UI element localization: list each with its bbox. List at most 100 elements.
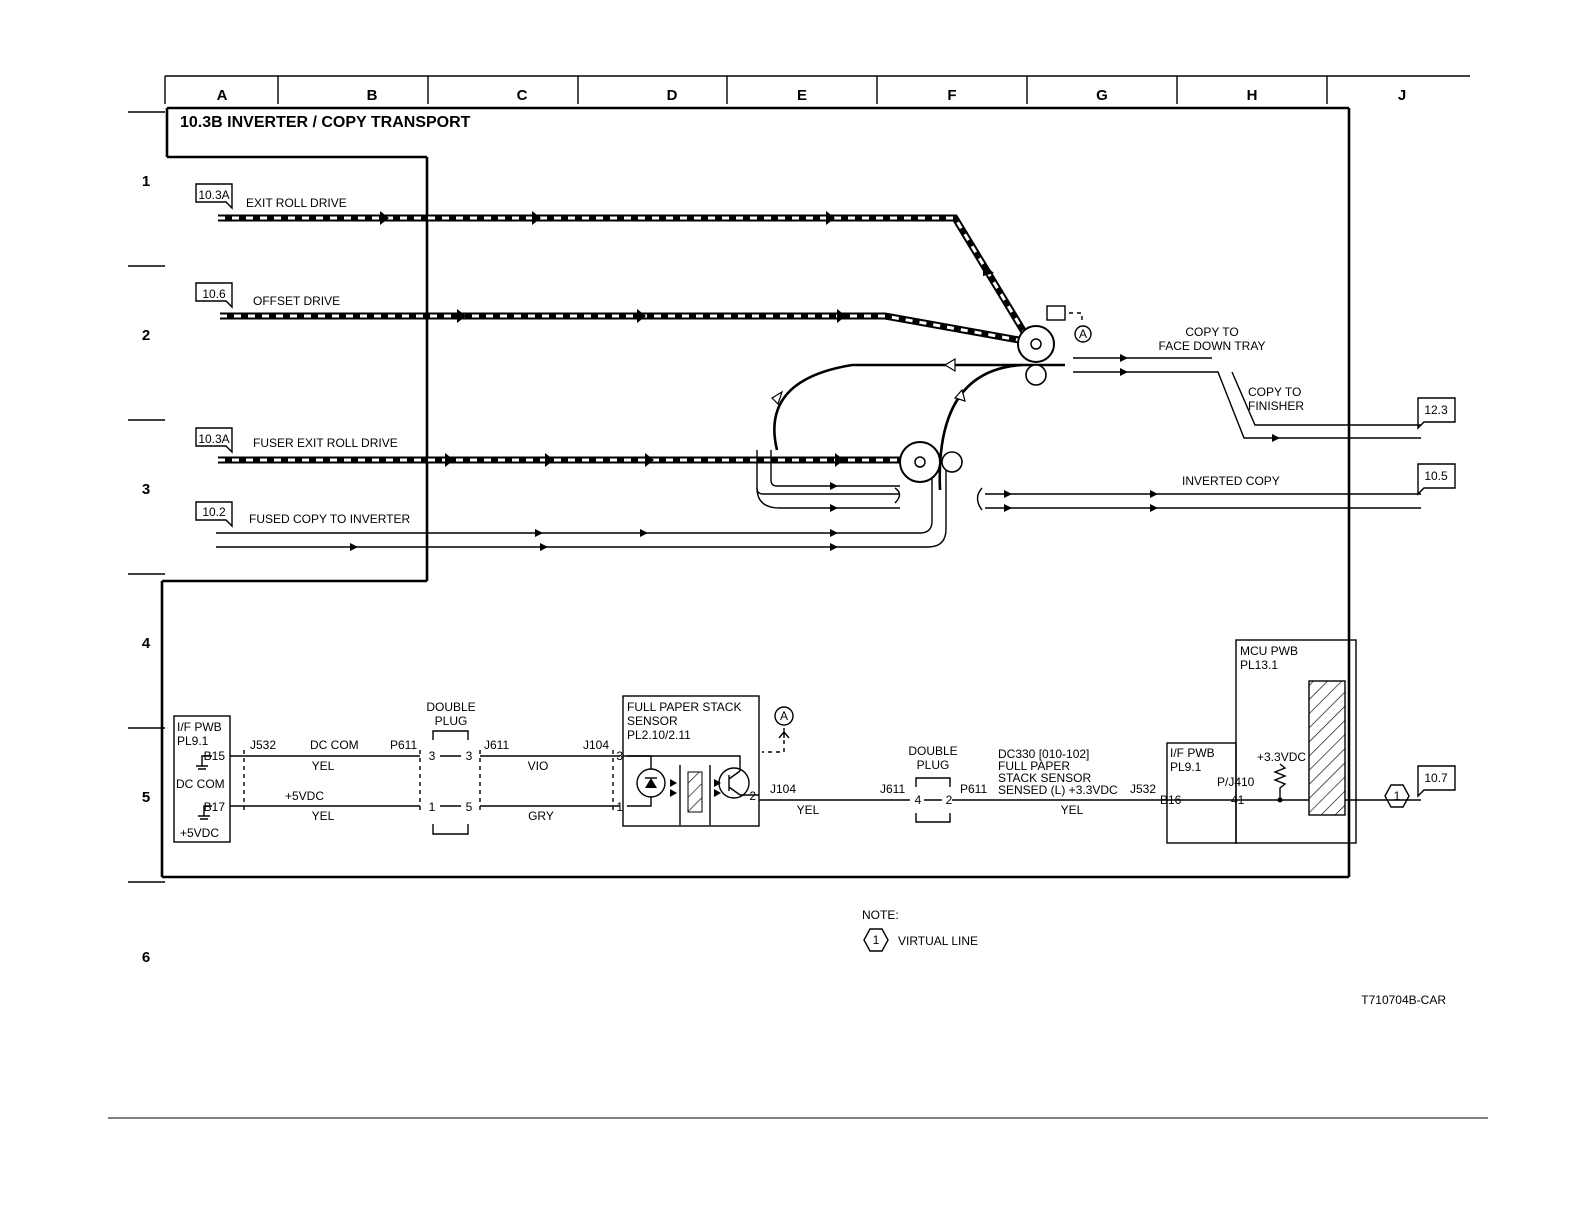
face-down-label-1: COPY TO bbox=[1185, 325, 1238, 339]
svg-text:3: 3 bbox=[466, 749, 473, 763]
row-label-6: 6 bbox=[142, 949, 150, 966]
output-ref-tag: 10.7 bbox=[1417, 765, 1456, 798]
svg-text:DC330 [010-102]: DC330 [010-102] bbox=[998, 747, 1089, 761]
virtual-link-a-top: A bbox=[1074, 325, 1092, 343]
svg-text:P/J410: P/J410 bbox=[1217, 775, 1255, 789]
drive-ref-fused-copy: 10.2 bbox=[195, 501, 233, 528]
svg-text:PLUG: PLUG bbox=[917, 758, 950, 772]
svg-text:10.6: 10.6 bbox=[202, 287, 226, 301]
svg-text:+3.3VDC: +3.3VDC bbox=[1257, 750, 1306, 764]
face-down-tray-path bbox=[1073, 354, 1421, 442]
svg-text:DOUBLE: DOUBLE bbox=[908, 744, 957, 758]
inverted-copy-paper-path bbox=[976, 487, 1421, 512]
svg-text:1: 1 bbox=[429, 800, 436, 814]
wire-color-gry: GRY bbox=[528, 809, 554, 823]
svg-text:A: A bbox=[1079, 327, 1087, 341]
svg-text:SENSED (L) +3.3VDC: SENSED (L) +3.3VDC bbox=[998, 783, 1118, 797]
outer-border bbox=[160, 106, 1351, 879]
face-down-label-2: FACE DOWN TRAY bbox=[1159, 339, 1266, 353]
svg-text:4: 4 bbox=[915, 793, 922, 807]
offset-drive-line bbox=[220, 309, 1031, 346]
svg-text:5: 5 bbox=[466, 800, 473, 814]
svg-text:I/F PWB: I/F PWB bbox=[1170, 746, 1215, 760]
svg-text:SENSOR: SENSOR bbox=[627, 714, 678, 728]
mcu-pwb: MCU PWB PL13.1 +3.3VDC P/J410 41 bbox=[1217, 639, 1357, 844]
svg-text:+5VDC: +5VDC bbox=[180, 826, 219, 840]
row-label-3: 3 bbox=[142, 481, 150, 498]
virtual-line-marker: 1 bbox=[1384, 784, 1410, 808]
exit-roll-drive-label: EXIT ROLL DRIVE bbox=[246, 196, 347, 210]
j532-right-label: J532 bbox=[1130, 782, 1156, 796]
grid-frame bbox=[128, 75, 1470, 883]
svg-text:PL13.1: PL13.1 bbox=[1240, 658, 1278, 672]
svg-text:10.5: 10.5 bbox=[1424, 469, 1448, 483]
wire-color-yel-2: YEL bbox=[312, 809, 335, 823]
inverter-return-path bbox=[756, 450, 901, 512]
p611-left-label: P611 bbox=[390, 738, 417, 752]
svg-text:10.3A: 10.3A bbox=[198, 188, 229, 202]
mcu-chip bbox=[1308, 680, 1346, 816]
j104-right-label: J104 bbox=[770, 782, 796, 796]
svg-text:10.2: 10.2 bbox=[202, 505, 226, 519]
svg-text:10.7: 10.7 bbox=[1424, 771, 1448, 785]
drive-ref-fuser-exit: 10.3A bbox=[195, 427, 233, 454]
svg-text:B17: B17 bbox=[204, 800, 226, 814]
if-pwb-right: I/F PWB PL9.1 B16 bbox=[1160, 742, 1237, 844]
svg-text:DC COM: DC COM bbox=[176, 777, 225, 791]
wire-color-yel-1: YEL bbox=[312, 759, 335, 773]
wire-color-vio: VIO bbox=[528, 759, 549, 773]
col-label-h: H bbox=[1247, 87, 1258, 104]
if-pwb-left: I/F PWB PL9.1 B15 DC COM B17 +5VDC bbox=[173, 715, 231, 843]
svg-text:3: 3 bbox=[429, 749, 436, 763]
row-label-5: 5 bbox=[142, 789, 150, 806]
col-label-d: D bbox=[667, 87, 678, 104]
drive-ref-offset: 10.6 bbox=[195, 282, 233, 309]
col-label-e: E bbox=[797, 87, 807, 104]
j611-right-label: J611 bbox=[880, 782, 905, 796]
svg-text:PL9.1: PL9.1 bbox=[177, 734, 209, 748]
note-virtual-line-symbol: 1 bbox=[863, 928, 889, 952]
svg-text:1: 1 bbox=[616, 800, 623, 814]
double-plug-2: DOUBLE PLUG 4 2 bbox=[908, 744, 958, 823]
fuser-exit-roll bbox=[899, 441, 963, 483]
svg-text:B15: B15 bbox=[204, 749, 226, 763]
wire-color-yel-3: YEL bbox=[797, 803, 820, 817]
solenoid-icon bbox=[1046, 305, 1083, 324]
plus5vdc-label: +5VDC bbox=[285, 789, 324, 803]
virtual-link-a-bottom: A bbox=[762, 706, 794, 753]
svg-text:PL9.1: PL9.1 bbox=[1170, 760, 1202, 774]
col-label-j: J bbox=[1398, 87, 1406, 104]
svg-text:2: 2 bbox=[749, 789, 756, 803]
signal-label: DC330 [010-102] FULL PAPER STACK SENSOR … bbox=[998, 747, 1118, 797]
row-labels: 1 2 3 4 5 6 bbox=[142, 173, 151, 966]
inverted-copy-label: INVERTED COPY bbox=[1182, 474, 1280, 488]
fused-copy-label: FUSED COPY TO INVERTER bbox=[249, 512, 410, 526]
svg-text:2: 2 bbox=[946, 793, 953, 807]
inverted-ref-tag: 10.5 bbox=[1417, 463, 1456, 496]
svg-text:12.3: 12.3 bbox=[1424, 403, 1448, 417]
svg-text:1: 1 bbox=[873, 933, 880, 947]
column-labels: A B C D E F G H J bbox=[217, 87, 1407, 104]
figure-id: T710704B-CAR bbox=[1361, 993, 1446, 1007]
svg-text:10.3A: 10.3A bbox=[198, 432, 229, 446]
svg-text:3: 3 bbox=[616, 749, 623, 763]
exit-roll bbox=[1017, 325, 1055, 386]
svg-text:I/F PWB: I/F PWB bbox=[177, 720, 222, 734]
note-text: VIRTUAL LINE bbox=[898, 934, 978, 948]
j532-left-label: J532 bbox=[250, 738, 276, 752]
fused-copy-paper-path bbox=[216, 470, 947, 551]
finisher-ref-tag: 12.3 bbox=[1417, 397, 1456, 430]
drive-ref-exit-roll: 10.3A bbox=[195, 183, 233, 210]
double-plug-1: DOUBLE PLUG 3 3 1 5 bbox=[426, 700, 476, 835]
fuser-exit-drive-label: FUSER EXIT ROLL DRIVE bbox=[253, 436, 398, 450]
j104-top-label: J104 bbox=[583, 738, 609, 752]
svg-text:FULL PAPER: FULL PAPER bbox=[998, 759, 1070, 773]
finisher-label-1: COPY TO bbox=[1248, 385, 1301, 399]
col-label-c: C bbox=[517, 87, 528, 104]
p611-right-label: P611 bbox=[960, 782, 987, 796]
svg-text:1: 1 bbox=[1394, 789, 1401, 803]
svg-text:PLUG: PLUG bbox=[435, 714, 468, 728]
col-label-f: F bbox=[947, 87, 956, 104]
row-label-1: 1 bbox=[142, 173, 150, 190]
